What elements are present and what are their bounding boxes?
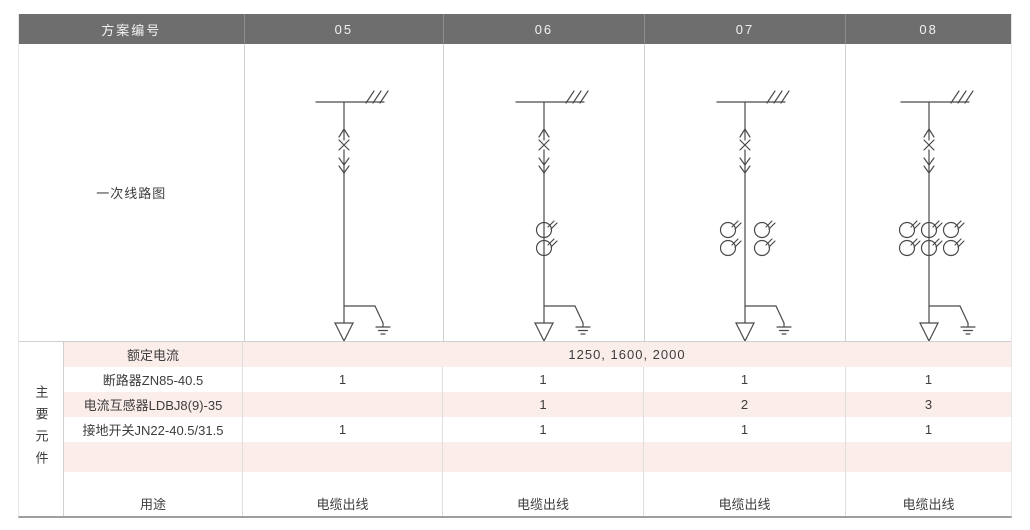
breaker-qty-05: 1 [242,367,442,392]
application-07: 电缆出线 [643,490,845,516]
scheme-number-06: 06 [443,14,644,44]
breaker-qty-07: 1 [643,367,845,392]
single-line-diagram-06 [515,90,591,341]
ct-qty-06: 1 [442,392,643,417]
group-label-text: 主要元件 [33,385,49,473]
es-qty-08: 1 [845,417,1011,442]
blank-cell [845,472,1011,490]
scheme-number-header: 方案编号 [101,22,162,38]
current-transformer-label: 电流互感器LDBJ8(9)-35 [83,398,223,413]
rated-current-label: 额定电流 [126,348,179,363]
application-05: 电缆出线 [242,490,442,516]
breaker-label: 断路器ZN85-40.5 [102,373,204,388]
earthing-switch-row: 接地开关JN22-40.5/31.5 1 1 1 1 [64,417,1011,442]
scheme-number-05: 05 [243,14,444,44]
diagram-row-label: 一次线路图 [96,186,167,201]
application-06: 电缆出线 [442,490,643,516]
application-label: 用途 [139,496,166,512]
ct-qty-08: 3 [845,392,1011,417]
blank-cell [643,472,845,490]
breaker-qty-08: 1 [845,367,1011,392]
rated-current-row: 额定电流 1250, 1600, 2000 [64,342,1011,367]
diagram-cell-07 [643,44,846,341]
blank-row-2 [64,472,1011,490]
diagram-row: 一次线路图 [19,44,1011,341]
breaker-qty-06: 1 [442,367,643,392]
application-08: 电缆出线 [845,490,1011,516]
blank-cell [442,442,643,472]
blank-label [64,472,242,490]
blank-label [64,442,242,472]
single-line-diagram-07 [716,90,792,341]
scheme-table: 方案编号 05 06 07 08 一次线路图 主要元件 [18,14,1012,518]
single-line-diagram-08 [898,90,976,341]
blank-cell [442,472,643,490]
es-qty-06: 1 [442,417,643,442]
single-line-diagram-05 [315,90,391,341]
blank-cell [845,442,1011,472]
es-qty-05: 1 [242,417,442,442]
component-rows: 额定电流 1250, 1600, 2000 断路器ZN85-40.5 1 1 1… [64,342,1011,516]
scheme-number-07: 07 [643,14,846,44]
es-qty-07: 1 [643,417,845,442]
blank-row [64,442,1011,472]
earthing-switch-label: 接地开关JN22-40.5/31.5 [82,423,224,438]
diagram-cell-08 [845,44,1011,341]
blank-cell [242,442,442,472]
ct-qty-05 [242,392,442,417]
components-section: 主要元件 额定电流 1250, 1600, 2000 断路器ZN85-40.5 … [19,341,1011,516]
blank-cell [242,472,442,490]
group-label-main-components: 主要元件 [19,342,64,516]
header-row: 方案编号 05 06 07 08 [19,14,1011,44]
ct-qty-07: 2 [643,392,845,417]
diagram-cell-06 [443,44,644,341]
current-transformer-row: 电流互感器LDBJ8(9)-35 1 2 3 [64,392,1011,417]
catalog-page: 方案编号 05 06 07 08 一次线路图 主要元件 [18,14,1012,518]
rated-current-value: 1250, 1600, 2000 [242,342,1011,367]
application-row: 用途 电缆出线 电缆出线 电缆出线 电缆出线 [64,490,1011,516]
blank-cell [643,442,845,472]
diagram-cell-05 [243,44,444,341]
scheme-number-08: 08 [845,14,1011,44]
breaker-row: 断路器ZN85-40.5 1 1 1 1 [64,367,1011,392]
